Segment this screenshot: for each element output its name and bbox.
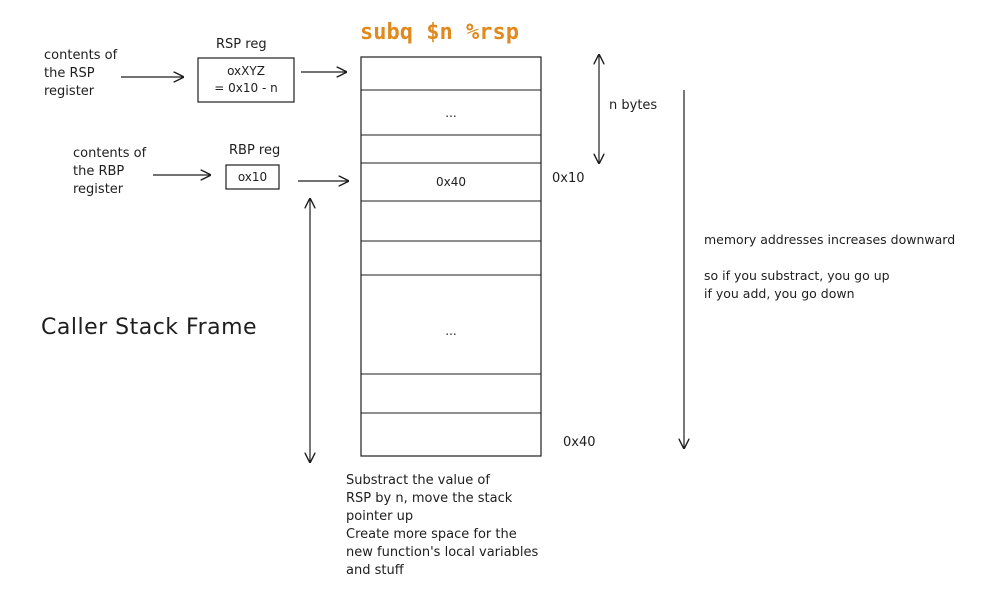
rsp-value-line2: = 0x10 - n xyxy=(214,81,278,95)
rbp-value: ox10 xyxy=(237,170,268,184)
rsp-box-label: RSP reg xyxy=(216,37,267,52)
instruction-title: subq $n %rsp xyxy=(360,20,519,45)
rbp-caption: contents of the RBP register xyxy=(73,146,147,197)
rbp-box-label: RBP reg xyxy=(229,143,281,158)
rsp-value-line1: oxXYZ xyxy=(227,64,265,78)
stack-outline xyxy=(360,56,542,457)
rsp-caption: contents of the RSP register xyxy=(44,48,118,99)
rsp-register-box xyxy=(197,57,295,103)
address-rbp: 0x10 xyxy=(552,171,585,186)
n-bytes-label: n bytes xyxy=(609,98,658,113)
bottom-note: Substract the value of RSP by n, move th… xyxy=(346,473,539,578)
memory-note: memory addresses increases downward so i… xyxy=(704,232,956,301)
caller-frame-label: Caller Stack Frame xyxy=(41,315,258,340)
stack-dividers xyxy=(361,89,541,414)
stack-cell-rbp-value: 0x40 xyxy=(435,175,466,189)
address-bottom: 0x40 xyxy=(563,435,596,450)
stack-cell-ellipsis-top: ... xyxy=(445,106,457,120)
stack-cell-ellipsis-middle: ... xyxy=(445,324,457,338)
rbp-register-box xyxy=(225,164,280,190)
